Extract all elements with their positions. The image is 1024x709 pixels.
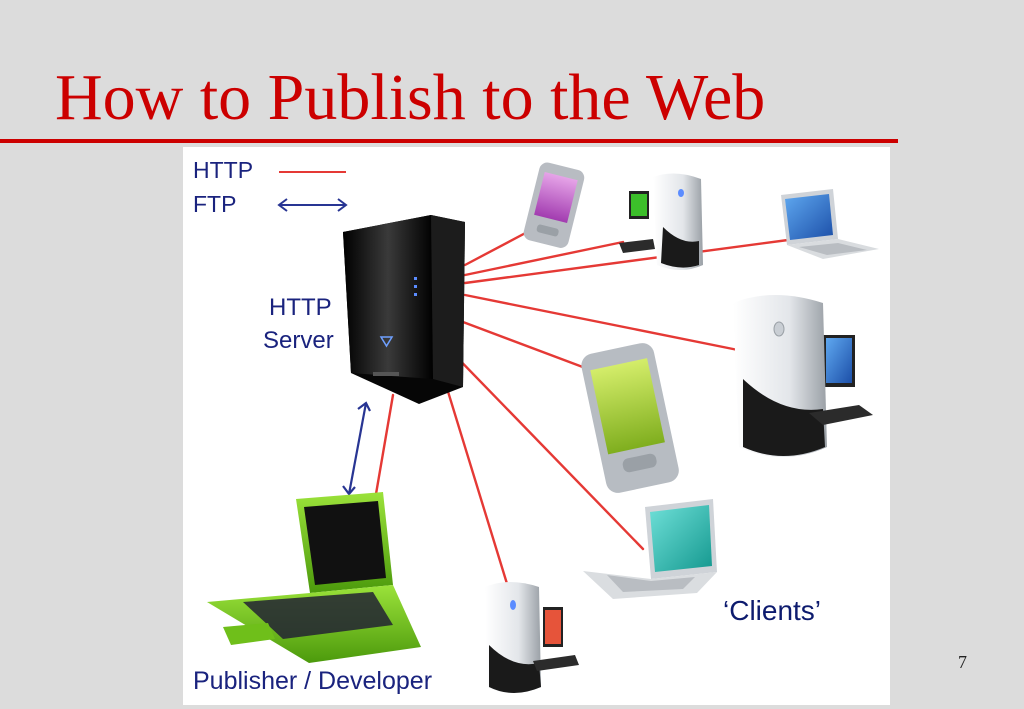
server-label-line2: Server bbox=[263, 327, 334, 354]
clients-label: ‘Clients’ bbox=[723, 595, 822, 626]
desktop-tower-small-icon bbox=[619, 173, 703, 270]
network-diagram bbox=[207, 162, 879, 693]
laptop-silver-icon bbox=[583, 499, 717, 599]
pda-green-icon bbox=[581, 343, 679, 493]
server-label-line1: HTTP bbox=[269, 294, 332, 321]
http-connections bbox=[374, 227, 790, 589]
laptop-blue-icon bbox=[781, 189, 879, 259]
title-underline bbox=[0, 139, 898, 143]
desktop-tower-bottom-icon bbox=[485, 582, 579, 693]
ftp-connection bbox=[342, 401, 371, 496]
page-number: 7 bbox=[958, 652, 967, 672]
legend-ftp-arrow bbox=[277, 198, 348, 212]
diagram-panel: HTTP FTP HTTP Server Publisher / Develop… bbox=[183, 147, 890, 705]
pda-purple-icon bbox=[523, 162, 585, 248]
tower-server-icon bbox=[343, 215, 465, 404]
publisher-label: Publisher / Developer bbox=[193, 667, 433, 695]
slide-title: How to Publish to the Web bbox=[55, 61, 766, 134]
green-laptop-icon bbox=[207, 492, 421, 663]
legend-ftp-label: FTP bbox=[193, 191, 237, 217]
legend-http-label: HTTP bbox=[193, 157, 254, 183]
desktop-tower-large-icon bbox=[733, 295, 873, 457]
